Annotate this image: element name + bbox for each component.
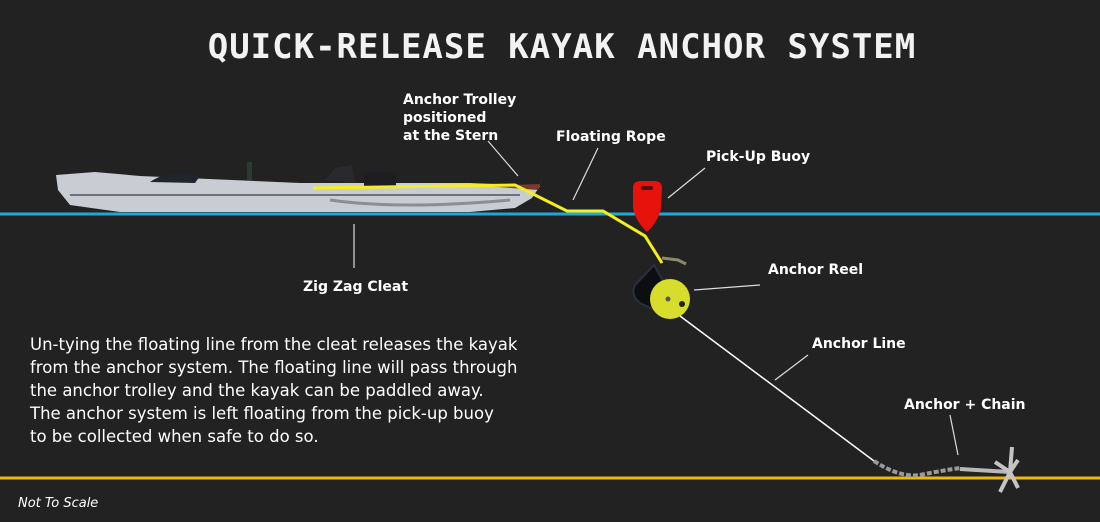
pickup-buoy-icon [633, 181, 662, 232]
trolley-leader-line [487, 140, 519, 177]
label-anchor-chain: Anchor + Chain [904, 397, 1026, 413]
floating-rope-line [312, 183, 664, 264]
grapnel-anchor-icon [959, 446, 1020, 493]
anchor-line [679, 315, 875, 462]
label-anchor-line: Anchor Line [812, 336, 906, 352]
description-paragraph: Un-tying the floating line from the clea… [29, 335, 523, 446]
rope-leader-line [572, 147, 599, 201]
anchor-reel-icon [632, 256, 690, 319]
buoy-leader-line [667, 167, 706, 199]
not-to-scale-note: Not To Scale [18, 496, 98, 511]
label-pickup-buoy: Pick-Up Buoy [706, 149, 810, 165]
label-anchor-trolley: Anchor Trolley positioned at the Stern [403, 92, 521, 144]
anchor-line-leader-line [774, 354, 809, 381]
label-zig-zag-cleat: Zig Zag Cleat [303, 279, 408, 295]
label-anchor-reel: Anchor Reel [768, 262, 863, 278]
diagram-title: QUICK-RELEASE KAYAK ANCHOR SYSTEM [208, 27, 917, 67]
reel-leader-line [693, 284, 761, 291]
anchor-chain-leader-line [949, 414, 959, 456]
kayak-image [56, 162, 548, 212]
label-floating-rope: Floating Rope [556, 129, 666, 145]
anchor-chain [872, 459, 961, 478]
